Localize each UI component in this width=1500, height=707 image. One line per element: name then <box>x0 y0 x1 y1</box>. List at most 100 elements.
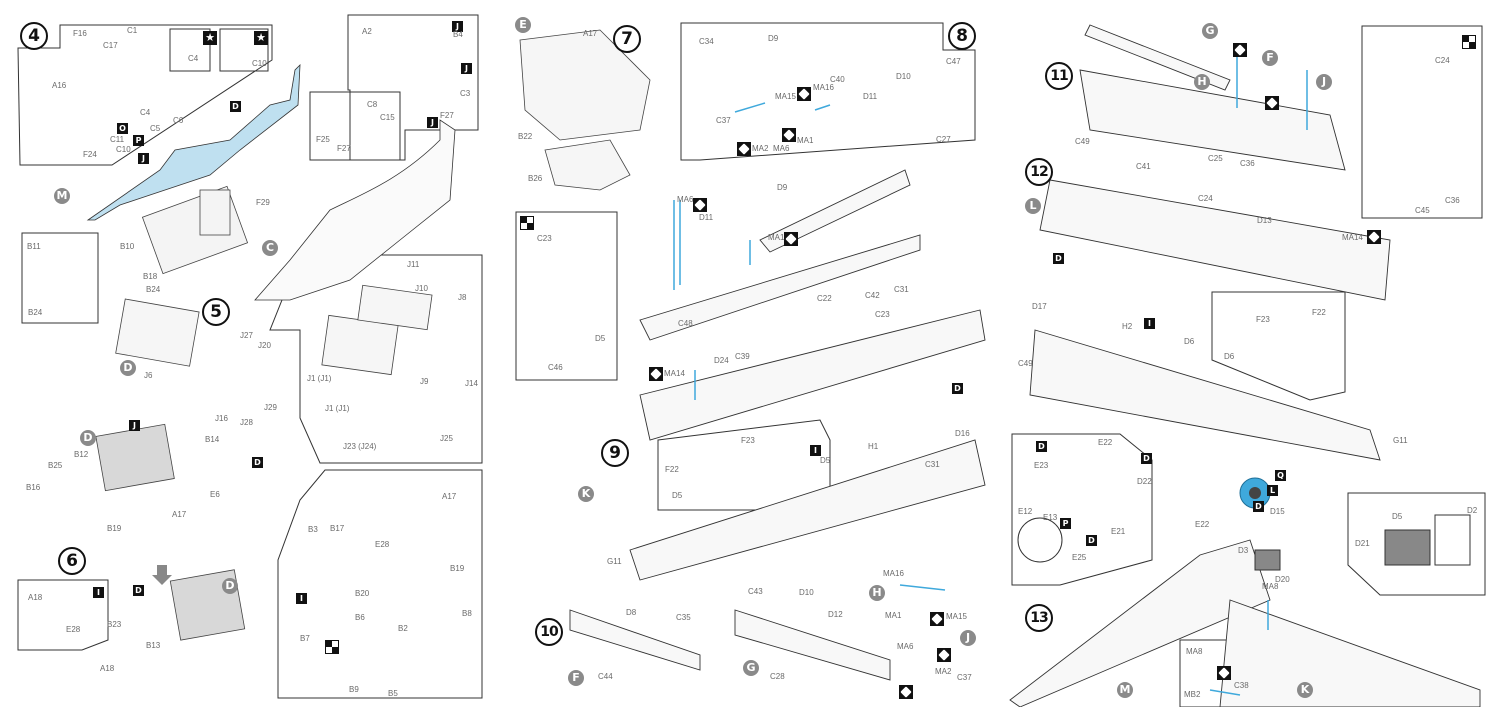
part-label: F24 <box>83 150 97 159</box>
tree-badge-i: I <box>296 593 307 604</box>
engine-step5 <box>115 284 433 376</box>
tree-badge-d: D <box>252 457 263 468</box>
part-label: MA15 <box>775 92 796 101</box>
part-letter-g: G <box>743 660 759 676</box>
part-label: MA14 <box>1342 233 1363 242</box>
part-label: A17 <box>583 29 598 38</box>
tree-badge-d: D <box>1141 453 1152 464</box>
part-label: B8 <box>462 609 472 618</box>
part-label: F22 <box>1312 308 1326 317</box>
part-label: E22 <box>1098 438 1113 447</box>
part-label: E13 <box>1043 513 1058 522</box>
part-label: B22 <box>518 132 533 141</box>
part-label: C43 <box>748 587 763 596</box>
part-letter-g: G <box>1202 23 1218 39</box>
step-number-13: 13 <box>1025 604 1053 632</box>
part-label: C31 <box>894 285 909 294</box>
part-label: C36 <box>1445 196 1460 205</box>
part-letter-k: K <box>578 486 594 502</box>
part-label: D10 <box>896 72 911 81</box>
part-label: D3 <box>1238 546 1249 555</box>
part-label: C34 <box>699 37 714 46</box>
diamond-icon <box>1367 230 1381 244</box>
part-label: E25 <box>1072 553 1087 562</box>
part-label: C24 <box>1198 194 1213 203</box>
part-label: A17 <box>442 492 457 501</box>
part-label: MA1 <box>797 136 814 145</box>
diamond-icon <box>1217 666 1231 680</box>
part-label: E28 <box>375 540 390 549</box>
part-label: MA2 <box>752 144 769 153</box>
part-label: D5 <box>1392 512 1403 521</box>
part-label: MA16 <box>813 83 834 92</box>
tree-badge-d: D <box>1053 253 1064 264</box>
part-letter-j: J <box>960 630 976 646</box>
part-label: B16 <box>26 483 41 492</box>
diamond-icon <box>782 128 796 142</box>
part-label: H1 <box>868 442 879 451</box>
part-label: F27 <box>337 144 351 153</box>
part-letter-d: D <box>120 360 136 376</box>
part-label: F27 <box>440 111 454 120</box>
part-label: C31 <box>925 460 940 469</box>
part-label: J25 <box>440 434 453 443</box>
part-letter-e: E <box>515 17 531 33</box>
part-label: D8 <box>626 608 637 617</box>
tree-badge-j: J <box>452 21 463 32</box>
tree-badge-d: D <box>230 101 241 112</box>
part-label: MA6 <box>897 642 914 651</box>
tree-badge-j: J <box>138 153 149 164</box>
part-label: C45 <box>1415 206 1430 215</box>
part-label: C5 <box>150 124 161 133</box>
part-label: B20 <box>355 589 370 598</box>
part-label: J9 <box>420 377 429 386</box>
part-label: MA14 <box>664 369 685 378</box>
radiator-d3 <box>1254 549 1281 571</box>
part-label: C38 <box>1234 681 1249 690</box>
part-label: J23 (J24) <box>343 442 377 451</box>
part-letter-f: F <box>1262 50 1278 66</box>
part-label: E6 <box>210 490 220 499</box>
part-label: D17 <box>1032 302 1047 311</box>
step-number-8: 8 <box>948 22 976 50</box>
blue-guides <box>673 55 1308 696</box>
part-label: MA15 <box>946 612 967 621</box>
part-label: C10 <box>252 59 267 68</box>
part-label: D16 <box>955 429 970 438</box>
part-label: C41 <box>1136 162 1151 171</box>
tree-badge-d: D <box>1036 441 1047 452</box>
part-label: MA1 <box>768 233 785 242</box>
fuselage-right <box>254 119 456 301</box>
part-label: MA6 <box>677 195 694 204</box>
wing-step11 <box>1079 69 1346 171</box>
cockpit-assembly <box>141 185 249 275</box>
part-label: C15 <box>380 113 395 122</box>
part-label: MA1 <box>885 611 902 620</box>
part-label: C8 <box>367 100 378 109</box>
part-label: J28 <box>240 418 253 427</box>
part-letter-m: M <box>1117 682 1133 698</box>
wheel-e12 <box>1017 517 1063 563</box>
part-label: C3 <box>460 89 471 98</box>
part-label: G11 <box>1393 436 1408 445</box>
part-letter-h: H <box>1194 74 1210 90</box>
engine-step6 <box>95 423 246 641</box>
part-label: D24 <box>714 356 729 365</box>
callout-box-step5-radiator <box>21 232 99 324</box>
diamond-icon <box>797 87 811 101</box>
tree-badge-p: P <box>133 135 144 146</box>
part-label: C40 <box>830 75 845 84</box>
part-label: MB2 <box>1184 690 1201 699</box>
part-label: C10 <box>116 145 131 154</box>
part-label: D9 <box>777 183 788 192</box>
part-label: C1 <box>127 26 138 35</box>
part-label: C25 <box>1208 154 1223 163</box>
callout-box-step6-mount <box>277 469 483 699</box>
part-label: A18 <box>28 593 43 602</box>
step-number-11: 11 <box>1045 62 1073 90</box>
part-label: C39 <box>735 352 750 361</box>
diamond-icon <box>899 685 913 699</box>
step-number-12: 12 <box>1025 158 1053 186</box>
